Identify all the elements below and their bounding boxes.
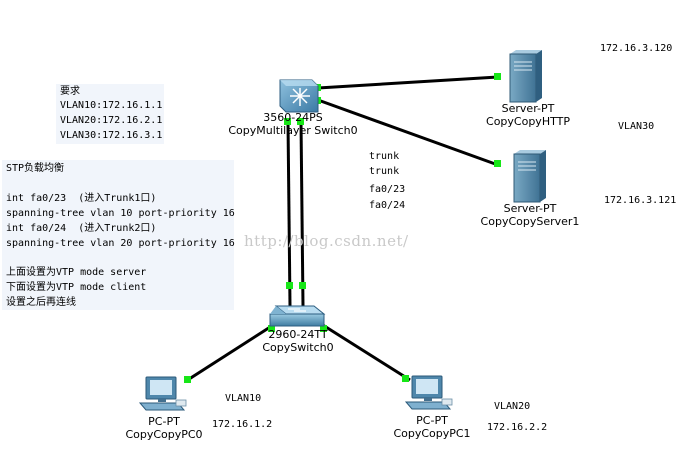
pc0-name: CopyCopyPC0 [125, 428, 203, 441]
link-trunk-1[interactable] [286, 121, 292, 307]
switch-2960-name: CopySwitch0 [262, 341, 334, 354]
pc0-label: PC-PT CopyCopyPC0 [104, 415, 224, 441]
pc1-name: CopyCopyPC1 [393, 427, 471, 440]
stp-line-3: int fa0/24 (进入Trunk2口) [6, 223, 157, 234]
multilayer-switch-icon[interactable] [279, 79, 319, 113]
server-http-name: CopyCopyHTTP [486, 115, 570, 128]
server1-name: CopyCopyServer1 [480, 215, 580, 228]
links [185, 75, 499, 383]
pc1-model: PC-PT [416, 414, 448, 427]
server-http-ip: 172.16.3.120 [600, 43, 673, 54]
vtp-line-3: 设置之后再连线 [6, 297, 76, 308]
server-http-icon[interactable] [509, 50, 542, 103]
pc0-icon[interactable] [138, 376, 187, 411]
vtp-line-2: 下面设置为VTP mode client [6, 282, 147, 293]
requirements-line-1: VLAN10:172.16.1.1 [60, 100, 163, 111]
link-mls-server1[interactable] [317, 98, 499, 167]
port-led [494, 73, 501, 80]
pc1-ip: 172.16.2.2 [487, 422, 548, 433]
server-http-model: Server-PT [501, 102, 555, 115]
link-sw-pc0[interactable] [185, 320, 279, 383]
multilayer-switch-label: 3560-24PS CopyMultilayer Switch0 [218, 111, 368, 137]
switch-2960-label: 2960-24TT CopySwitch0 [238, 328, 358, 354]
stp-line-2: spanning-tree vlan 10 port-priority 16 [6, 208, 235, 219]
watermark-text: http://blog.csdn.net/ [244, 232, 409, 250]
link-mls-http[interactable] [317, 75, 499, 90]
server1-model: Server-PT [503, 202, 557, 215]
port-led [320, 325, 327, 332]
pc1-label: PC-PT CopyCopyPC1 [372, 414, 492, 440]
pc0-vlan-label: VLAN10 [225, 393, 262, 404]
requirements-line-3: VLAN30:172.16.3.1 [60, 130, 163, 141]
port-led [299, 282, 306, 289]
port-led [402, 375, 409, 382]
port-led [297, 118, 304, 125]
server-vlan-label: VLAN30 [618, 121, 655, 132]
requirements-line-2: VLAN20:172.16.2.1 [60, 115, 163, 126]
link-label-fa0-23: fa0/23 [369, 184, 406, 195]
switch-2960-icon[interactable] [269, 305, 326, 327]
requirements-title: 要求 [60, 86, 80, 97]
server1-icon[interactable] [513, 150, 546, 203]
multilayer-switch-name: CopyMultilayer Switch0 [228, 124, 358, 137]
pc1-vlan-label: VLAN20 [494, 401, 531, 412]
pc0-model: PC-PT [148, 415, 180, 428]
port-led [184, 376, 191, 383]
link-label-fa0-24: fa0/24 [369, 200, 406, 211]
port-led [494, 160, 501, 167]
vtp-line-1: 上面设置为VTP mode server [6, 267, 147, 278]
pc1-icon[interactable] [404, 375, 453, 410]
port-led [286, 282, 293, 289]
stp-title: STP负载均衡 [6, 163, 65, 174]
stp-note: STP负载均衡 int fa0/23 (进入Trunk1口) spanning-… [2, 160, 235, 310]
switch-2960-model: 2960-24TT [268, 328, 328, 341]
multilayer-switch-model: 3560-24PS [263, 111, 323, 124]
port-led [268, 325, 275, 332]
requirements-note: 要求 VLAN10:172.16.1.1 VLAN20:172.16.2.1 V… [56, 84, 164, 144]
link-label-trunk-2: trunk [369, 166, 400, 177]
stp-line-1: int fa0/23 (进入Trunk1口) [6, 193, 157, 204]
port-led [284, 118, 291, 125]
link-sw-pc1[interactable] [317, 320, 411, 382]
pc0-ip: 172.16.1.2 [212, 419, 273, 430]
server-http-label: Server-PT CopyCopyHTTP [468, 102, 588, 128]
link-label-trunk-1: trunk [369, 151, 400, 162]
link-trunk-2[interactable] [299, 121, 305, 307]
stp-line-4: spanning-tree vlan 20 port-priority 16 [6, 238, 235, 249]
server1-ip: 172.16.3.121 [604, 195, 677, 206]
server1-label: Server-PT CopyCopyServer1 [470, 202, 590, 228]
